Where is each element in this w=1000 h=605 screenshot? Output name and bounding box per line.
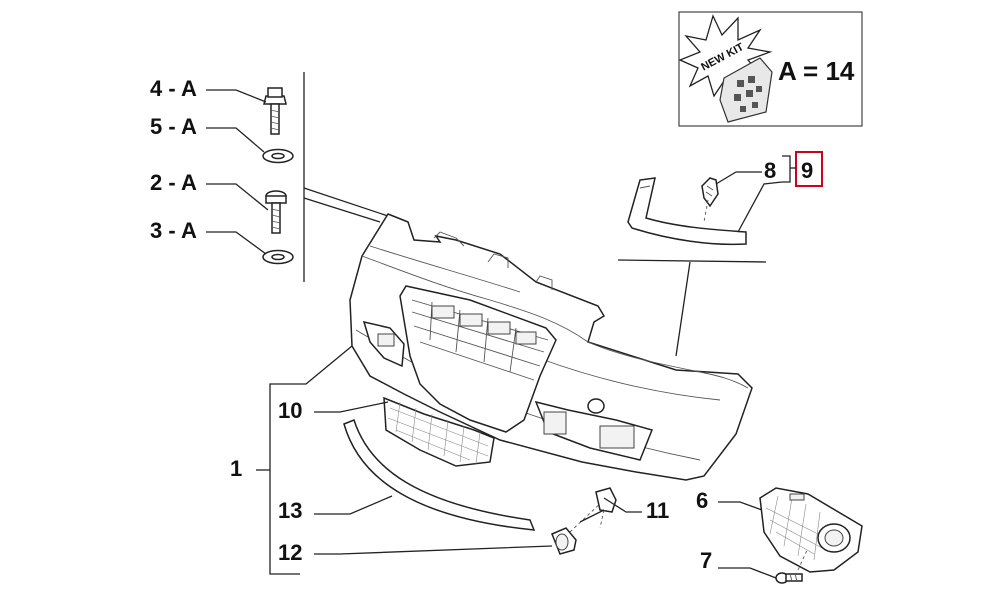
leader-line (715, 171, 762, 185)
leader-line (718, 567, 777, 579)
leader-line (675, 261, 691, 357)
callout-1-bracket (269, 345, 353, 575)
callout-9-highlight-box (795, 151, 823, 187)
fog-lamp-grille (759, 487, 863, 573)
upper-grille-trim (627, 177, 747, 246)
bumper-clip (595, 487, 617, 529)
front-bumper (349, 213, 753, 481)
screw-icon (775, 547, 809, 584)
trim-clip-icon (701, 177, 719, 223)
callout-13: 13 (278, 498, 302, 523)
leader-line (206, 183, 269, 211)
grille-slats (411, 299, 549, 381)
leader-line (314, 545, 553, 555)
lower-spoiler-strip (343, 419, 536, 531)
tow-hook-cover (551, 499, 605, 555)
callout-10: 10 (278, 398, 302, 423)
callout-7: 7 (700, 548, 712, 573)
callout-5: 5 - A (150, 114, 197, 139)
callout-bracket (782, 155, 791, 183)
leader-line (579, 509, 605, 523)
kit-inset: NEW KIT A = 14 (678, 11, 863, 127)
leader-line (617, 259, 767, 263)
bolt-torx-icon (265, 190, 287, 234)
fastener-group (262, 72, 389, 282)
callout-2: 2 - A (150, 170, 197, 195)
callout-12: 12 (278, 540, 302, 565)
kit-quantity-label: A = 14 (778, 56, 855, 86)
leader-line (303, 197, 381, 223)
leader-line (603, 497, 642, 513)
leader-line (206, 127, 265, 153)
callout-11: 11 (646, 498, 669, 523)
washer-icon (262, 249, 294, 265)
callout-9: 9 (801, 158, 813, 183)
lower-mesh-grille (383, 396, 495, 467)
callout-8: 8 (764, 158, 776, 183)
leader-line (737, 181, 783, 233)
bolt-flanged-icon (263, 87, 287, 135)
leader-line (314, 401, 389, 413)
leader-line (303, 187, 389, 217)
leader-line (206, 231, 267, 255)
leader-line (718, 501, 763, 511)
callout-1: 1 (230, 456, 242, 481)
washer-icon (262, 148, 294, 164)
leader-line (206, 89, 267, 103)
leader-line (314, 495, 393, 515)
callout-3: 3 - A (150, 218, 197, 243)
callout-6: 6 (696, 488, 708, 513)
kit-bag-icon (719, 57, 773, 123)
callout-4: 4 - A (150, 76, 197, 101)
